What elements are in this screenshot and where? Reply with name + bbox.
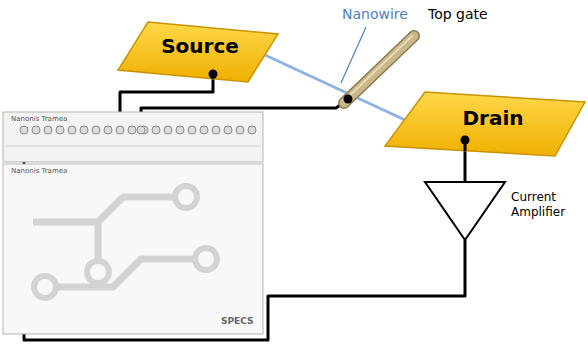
node-text: SPECS — [221, 316, 253, 327]
node-text: Drain — [462, 106, 523, 131]
bnc-jack — [116, 126, 124, 134]
source-pad: Source — [118, 22, 278, 82]
drain-pad: Drain — [385, 92, 585, 156]
bnc-jack — [224, 126, 232, 134]
instrument-bottom-unit — [3, 164, 263, 334]
current-amplifier: Current Amplifier — [425, 182, 585, 242]
bnc-jack — [164, 126, 172, 134]
top-gate — [344, 36, 414, 103]
bnc-jack — [80, 126, 88, 134]
bnc-jack — [137, 126, 145, 134]
bnc-jack — [200, 126, 208, 134]
instrument-top-unit — [3, 112, 263, 162]
bnc-jack — [104, 126, 112, 134]
circuit-logo-node — [87, 261, 109, 283]
contact-dot — [461, 136, 470, 145]
contact-dot — [209, 70, 218, 79]
circuit-logo-node — [34, 276, 56, 298]
bnc-jack — [128, 126, 136, 134]
gate-label: Top gate — [428, 6, 488, 22]
gate-contact-dot — [344, 95, 353, 104]
nanowire-label: Nanowire — [342, 6, 408, 22]
bnc-jack — [248, 126, 256, 134]
drain-wire — [464, 151, 467, 182]
bnc-jack — [92, 126, 100, 134]
bnc-jack — [236, 126, 244, 134]
leader-line — [341, 27, 366, 83]
node-text: Current Amplifier — [511, 190, 583, 220]
bnc-jack — [44, 126, 52, 134]
contact-pad — [118, 22, 278, 82]
bnc-jack — [20, 126, 28, 134]
circuit-logo — [33, 197, 193, 287]
panel-groove — [5, 146, 261, 147]
top-gate-highlight — [346, 36, 412, 99]
bnc-jack — [212, 126, 220, 134]
instrument-shape — [3, 112, 263, 334]
circuit-logo-node — [175, 186, 197, 208]
bnc-jack — [188, 126, 196, 134]
node-text: Source — [161, 34, 239, 59]
instrument: Nanonis TrameaNanonis TrameaSPECS — [3, 112, 263, 334]
bnc-jack — [152, 126, 160, 134]
node-text: Nanonis Tramea — [11, 167, 67, 176]
bnc-jack — [32, 126, 40, 134]
bnc-jack — [68, 126, 76, 134]
bnc-jack — [56, 126, 64, 134]
node-text: Nanonis Tramea — [11, 115, 67, 124]
circuit-logo-node — [195, 248, 217, 270]
top-gate-outline — [344, 36, 414, 103]
bnc-jack — [176, 126, 184, 134]
amplifier-triangle — [425, 182, 505, 240]
contact-pad — [385, 92, 585, 156]
